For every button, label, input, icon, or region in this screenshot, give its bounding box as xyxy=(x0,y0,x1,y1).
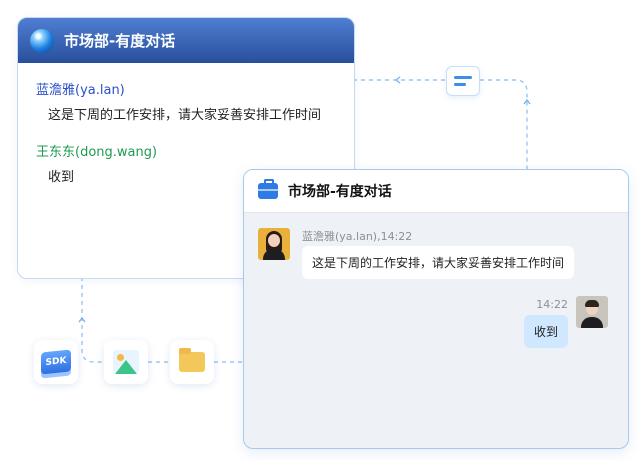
message-sender: 王东东(dong.wang) xyxy=(36,145,158,160)
avatar[interactable] xyxy=(576,296,608,328)
outgoing-message-bubble[interactable]: 收到 xyxy=(523,315,568,348)
folder-icon xyxy=(179,348,205,372)
incoming-message-bubble[interactable]: 这是下周的工作安排，请大家妥善安排工作时间 xyxy=(302,246,575,279)
left-chat-window: 市场部-有度对话 蓝澹雅(ya.lan) 这是下周的工作安排，请大家妥善安排工作… xyxy=(17,17,355,279)
right-window-titlebar: 市场部-有度对话 xyxy=(244,170,628,213)
avatar[interactable] xyxy=(258,228,290,260)
incoming-message-meta: 蓝澹雅(ya.lan),14:22 xyxy=(302,230,413,243)
message-flow-icon xyxy=(446,66,480,96)
message-sender: 蓝澹雅(ya.lan) xyxy=(36,83,125,98)
message-text: 这是下周的工作安排，请大家妥善安排工作时间 xyxy=(48,108,322,123)
right-chat-window: 市场部-有度对话 蓝澹雅(ya.lan),14:22 这是下周的工作安排，请大家… xyxy=(243,169,629,449)
image-icon xyxy=(113,350,139,374)
left-chat-body: 蓝澹雅(ya.lan) 这是下周的工作安排，请大家妥善安排工作时间 王东东(do… xyxy=(18,63,354,217)
sdk-tile[interactable]: SDK xyxy=(34,340,78,384)
right-window-title: 市场部-有度对话 xyxy=(288,184,392,200)
globe-logo-icon xyxy=(30,28,54,53)
sdk-icon: SDK xyxy=(41,349,71,375)
briefcase-icon xyxy=(258,179,278,199)
left-window-titlebar: 市场部-有度对话 xyxy=(18,18,354,63)
left-window-title: 市场部-有度对话 xyxy=(64,32,176,50)
image-tile[interactable] xyxy=(104,340,148,384)
folder-tile[interactable] xyxy=(170,340,214,384)
outgoing-message-time: 14:22 xyxy=(536,298,568,311)
message-text: 收到 xyxy=(48,170,75,185)
